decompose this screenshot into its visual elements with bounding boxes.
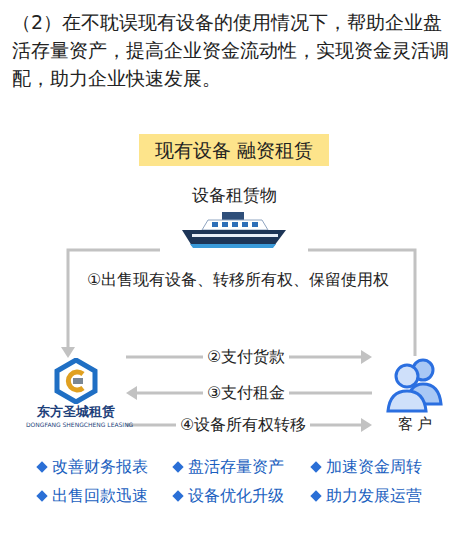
- bullet-diamond: [172, 461, 183, 472]
- benefit-item: 设备优化升级: [172, 486, 284, 506]
- benefit-item: 助力发展运营: [310, 486, 422, 506]
- asset-box: 设备租赁物: [160, 184, 308, 254]
- company-logo: [53, 358, 99, 404]
- edge-label: ①出售现有设备、转移所有权、保留使用权: [83, 270, 393, 290]
- customer-icon: [385, 356, 445, 414]
- edge-label: ②支付货款: [203, 347, 289, 367]
- flow-connector: [61, 250, 160, 358]
- lessor-box: 东方圣城租赁DONGFANG SHENGCHENG LEASING: [26, 358, 126, 429]
- bullet-diamond: [36, 490, 47, 501]
- benefit-item: 出售回款迅速: [36, 486, 148, 506]
- intro-paragraph: （2）在不耽误现有设备的使用情况下，帮助企业盘活存量资产，提高企业资金流动性，实…: [12, 8, 458, 92]
- bullet-diamond: [36, 461, 47, 472]
- bullet-diamond: [310, 490, 321, 501]
- node-label: 东方圣城租赁: [26, 404, 126, 420]
- benefit-item: 改善财务报表: [36, 457, 148, 477]
- benefit-item: 加速资金周转: [310, 457, 422, 477]
- customer-box: 客 户: [372, 356, 458, 434]
- flow-connector: [308, 250, 415, 356]
- node-label: 设备租赁物: [160, 184, 308, 206]
- node-label: 现有设备 融资租赁: [139, 134, 329, 166]
- bullet-diamond: [310, 461, 321, 472]
- title-band: 现有设备 融资租赁: [139, 134, 329, 166]
- ship-illustration: [178, 210, 290, 254]
- node-sublabel: DONGFANG SHENGCHENG LEASING: [26, 420, 126, 429]
- bullet-diamond: [172, 490, 183, 501]
- benefit-item: 盘活存量资产: [172, 457, 284, 477]
- edge-label: ③支付租金: [203, 383, 289, 403]
- node-label: 客 户: [372, 414, 458, 434]
- edge-label: ④设备所有权转移: [176, 415, 310, 435]
